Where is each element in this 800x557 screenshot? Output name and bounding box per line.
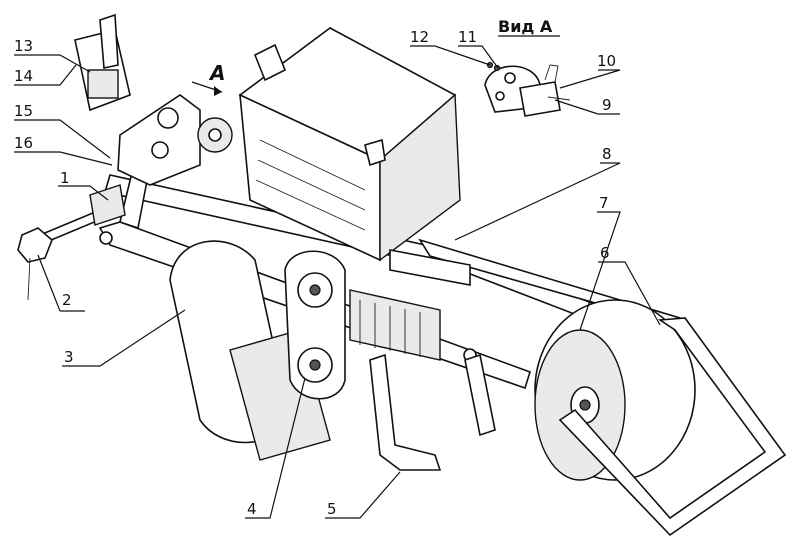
callout-4: 4 — [247, 500, 257, 518]
direction-label: А — [208, 61, 225, 85]
callout-3: 3 — [64, 348, 74, 366]
callout-5: 5 — [327, 500, 337, 518]
callout-labels: 1 2 3 4 5 6 7 8 9 10 11 12 13 14 15 16 — [14, 28, 616, 518]
leader-lines — [14, 45, 661, 519]
view-title: Вид А — [498, 17, 553, 36]
callout-7: 7 — [599, 194, 609, 212]
drive-bracket — [74, 13, 233, 186]
callout-2: 2 — [62, 291, 72, 309]
callout-15: 15 — [14, 102, 33, 120]
callout-14: 14 — [14, 67, 33, 85]
callout-16: 16 — [14, 134, 33, 152]
callout-9: 9 — [602, 96, 612, 114]
drive-shaft — [17, 184, 126, 301]
callout-1: 1 — [60, 169, 70, 187]
direction-arrow: А — [191, 61, 225, 96]
chain-housing — [284, 250, 346, 400]
metering-unit — [349, 249, 471, 361]
seed-hopper — [238, 27, 461, 262]
detail-view-a — [484, 61, 571, 117]
wheel-scraper — [558, 317, 787, 537]
callout-11: 11 — [458, 28, 477, 46]
furrow-opener — [369, 353, 496, 471]
callout-13: 13 — [14, 37, 33, 55]
callout-8: 8 — [602, 145, 612, 163]
callout-6: 6 — [600, 244, 610, 262]
callout-12: 12 — [410, 28, 429, 46]
callout-10: 10 — [597, 52, 616, 70]
